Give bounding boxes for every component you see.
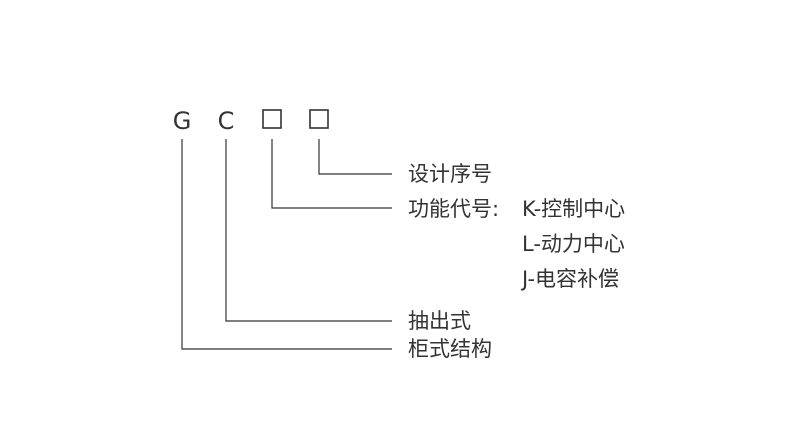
label-function-code-heading: 功能代号: bbox=[408, 197, 499, 221]
code-placeholder-box-2 bbox=[309, 109, 329, 129]
leader-line-draw-out-type bbox=[225, 139, 392, 322]
label-draw-out-type: 抽出式 bbox=[408, 309, 471, 333]
leader-line-design-sequence bbox=[318, 139, 392, 175]
label-function-code-j: J-电容补偿 bbox=[520, 267, 619, 291]
label-cabinet-structure: 柜式结构 bbox=[408, 337, 492, 361]
code-placeholder-box-1 bbox=[262, 109, 282, 129]
label-design-sequence: 设计序号 bbox=[408, 162, 492, 186]
code-letter-g: G bbox=[173, 107, 192, 135]
label-function-code-l: L-动力中心 bbox=[522, 232, 625, 256]
leader-line-cabinet-structure bbox=[181, 139, 392, 350]
code-letter-c: C bbox=[218, 107, 235, 135]
leader-line-function-code bbox=[271, 139, 392, 209]
label-function-code-k: K-控制中心 bbox=[522, 197, 625, 221]
